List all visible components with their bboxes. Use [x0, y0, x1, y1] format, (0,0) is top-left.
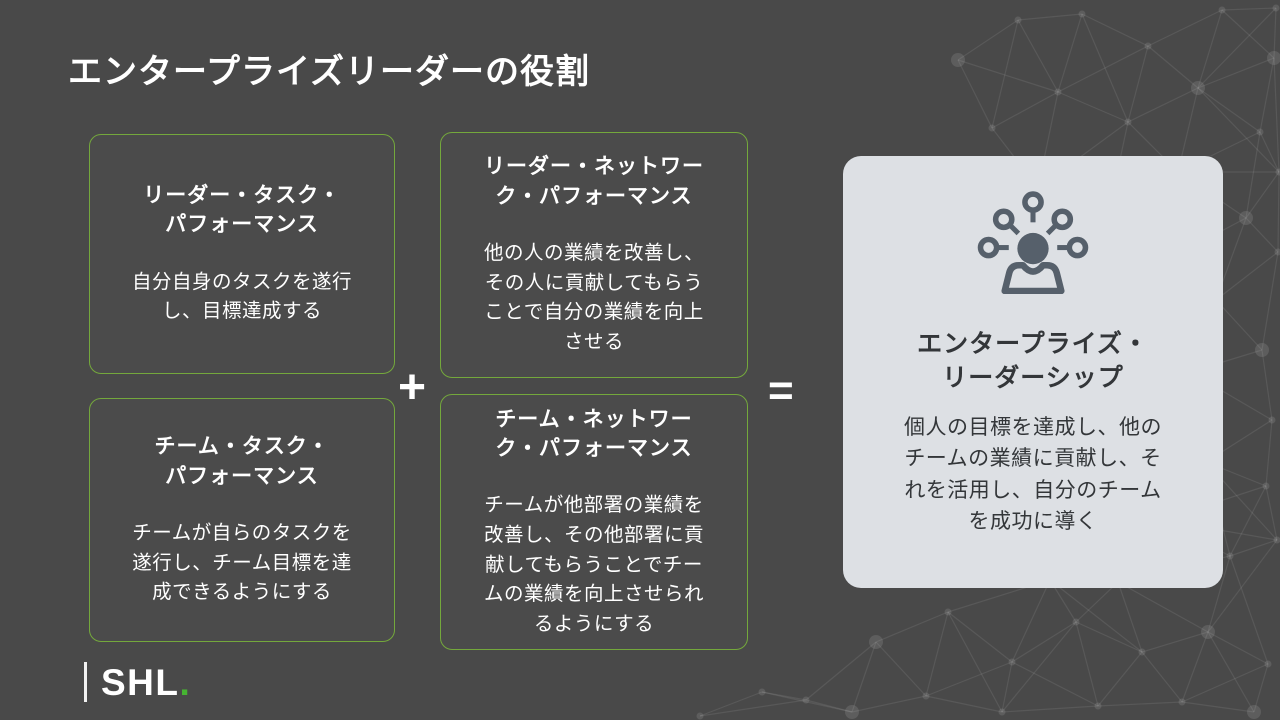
box-body: 他の人の業績を改善し、 その人に貢献してもらう ことで自分の業績を向上 させる — [483, 242, 704, 354]
person-network-icon — [977, 191, 1089, 294]
box-title: リーダー・タスク・ パフォーマンス — [143, 183, 341, 237]
box-title: リーダー・ネットワー ク・パフォーマンス — [484, 155, 704, 208]
card-team-network-performance: チーム・ネットワー ク・パフォーマンス チームが他部署の業績を 改善し、その他部… — [440, 394, 748, 650]
plus-operator: + — [398, 361, 427, 414]
card-leader-task-performance: リーダー・タスク・ パフォーマンス 自分自身のタスクを遂行 し、目標達成する — [89, 134, 395, 374]
box-body: 自分自身のタスクを遂行 し、目標達成する — [131, 270, 352, 323]
result-title: エンタープライズ・ リーダーシップ — [917, 330, 1149, 392]
logo-bar — [84, 662, 87, 702]
card-team-task-performance: チーム・タスク・ パフォーマンス チームが自らのタスクを 遂行し、チーム目標を達… — [89, 398, 395, 642]
result-body: 個人の目標を達成し、他の チームの業績に貢献し、そ れを活用し、自分のチーム を… — [904, 415, 1162, 534]
logo-dot: . — [179, 661, 190, 703]
card-leader-network-performance: リーダー・ネットワー ク・パフォーマンス 他の人の業績を改善し、 その人に貢献し… — [440, 132, 748, 378]
page-title: エンタープライズリーダーの役割 — [68, 53, 590, 91]
box-body: チームが他部署の業績を 改善し、その他部署に貢 献してもらうことでチー ムの業績… — [483, 494, 704, 635]
logo-text: SHL — [101, 661, 180, 703]
box-title: チーム・タスク・ パフォーマンス — [154, 435, 330, 488]
box-title: チーム・ネットワー ク・パフォーマンス — [495, 407, 693, 460]
shl-logo: SHL . — [84, 662, 190, 702]
enterprise-leadership-card: エンタープライズ・ リーダーシップ 個人の目標を達成し、他の チームの業績に貢献… — [843, 156, 1223, 588]
box-body: チームが自らのタスクを 遂行し、チーム目標を達 成できるようにする — [132, 521, 352, 604]
equals-operator: = — [768, 366, 794, 415]
